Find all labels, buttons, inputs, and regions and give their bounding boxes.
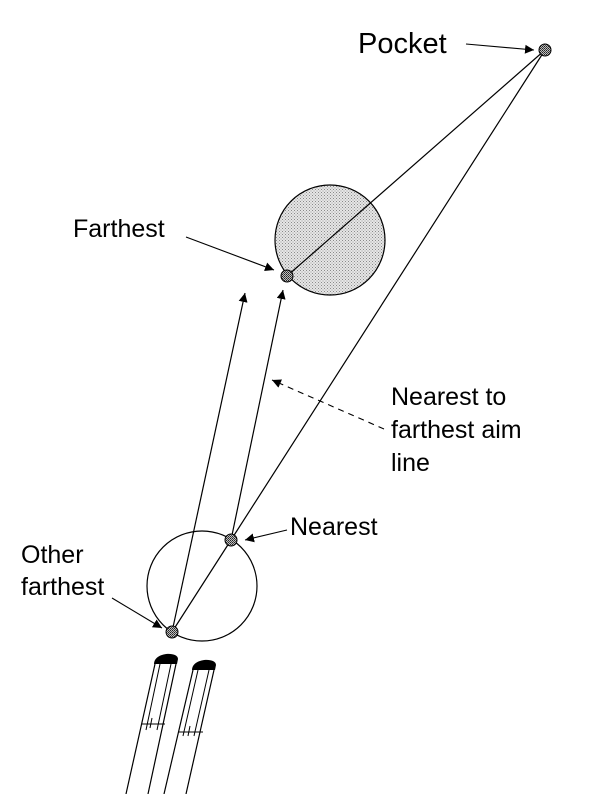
other-farthest-point <box>165 625 179 639</box>
nearest-to-farthest-aim-line <box>230 289 286 541</box>
left-cue-stick <box>125 653 178 794</box>
pocket-label: Pocket <box>358 28 447 60</box>
other-farthest-to-nearest-line <box>171 539 232 633</box>
nearest-label: Nearest <box>290 513 378 541</box>
other-farthest-label-line-1: Other <box>21 541 84 569</box>
other-farthest-label-line-2: farthest <box>21 573 105 601</box>
farthest-to-pocket-line <box>286 49 546 277</box>
nearest-to-farthest-label-line-3: line <box>391 449 430 477</box>
object-ball <box>274 184 386 296</box>
nearest-to-farthest-label-line-1: Nearest to <box>391 383 507 411</box>
cue-ball <box>146 530 258 642</box>
right-cue-stick <box>163 659 216 794</box>
nearest-to-farthest-callout-arrow <box>271 379 385 430</box>
farthest-callout-arrow <box>185 236 275 272</box>
nearest-to-pocket-line <box>230 49 546 541</box>
nearest-callout-arrow <box>244 529 288 543</box>
pocket-callout-arrow <box>465 43 535 54</box>
nearest-point <box>224 533 238 547</box>
pocket-point <box>538 43 552 57</box>
farthest-label: Farthest <box>73 215 165 243</box>
left-cue-tip <box>154 653 178 664</box>
other-farthest-aim-line <box>171 292 248 633</box>
right-cue-tip <box>192 659 216 670</box>
nearest-to-farthest-label-line-2: farthest aim <box>391 416 522 444</box>
other-farthest-callout-arrow <box>111 597 163 629</box>
farthest-point <box>280 269 294 283</box>
